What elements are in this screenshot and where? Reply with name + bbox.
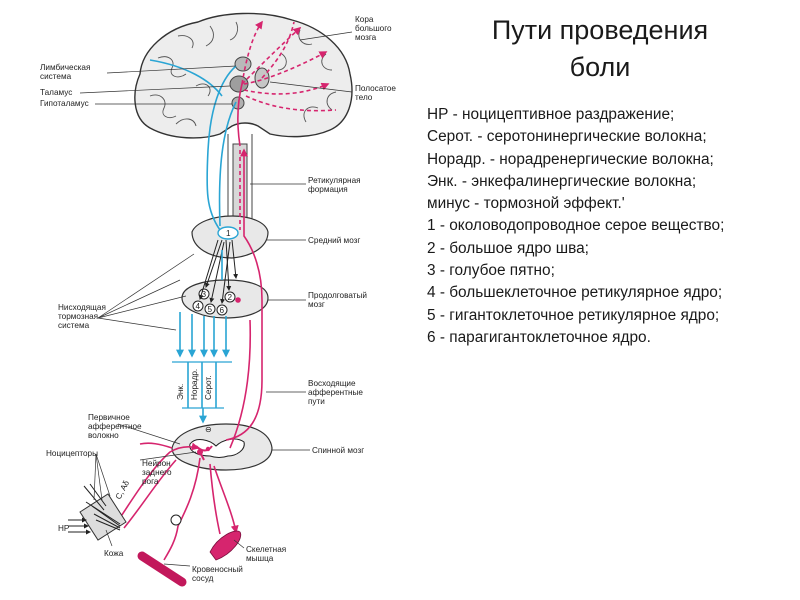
slide-title: Пути проведения боли	[410, 12, 790, 86]
label-primary-afferent-1: Первичное	[88, 413, 130, 422]
fiber-label-enk: Энк.	[176, 384, 185, 400]
blood-vessel	[137, 551, 187, 587]
nucleus-2-circle	[224, 291, 236, 303]
nucleus-4-circle	[192, 300, 204, 312]
legend-item: Норадр. - норадренергические волокна;	[427, 150, 714, 168]
nucleus-2-label: 2	[228, 293, 233, 302]
dorsal-horn-neuron-body-2	[205, 446, 211, 452]
label-neuron-2: заднего	[142, 468, 172, 477]
label-np: НР	[58, 524, 70, 533]
label-cortex-2: большого	[355, 24, 392, 33]
nucleus-4-label: 4	[196, 302, 201, 311]
legend-item: Энк. - энкефалинергические волокна;	[427, 172, 697, 190]
label-midbrain: Средний мозг	[308, 236, 360, 245]
label-ascending-3: пути	[308, 397, 325, 406]
legend-item: 2 - большое ядро шва;	[427, 239, 589, 257]
label-fiber-types: C, Aδ	[114, 479, 132, 501]
nucleus-5-label: 5	[208, 305, 213, 314]
label-muscle-1: Скелетная	[246, 545, 286, 554]
legend-item: 6 - парагигантоклеточное ядро.	[427, 328, 651, 346]
periaqueductal-gray	[217, 226, 239, 240]
label-cortex-1: Кора	[355, 15, 374, 24]
label-ascending-1: Восходящие	[308, 379, 356, 388]
label-cortex-3: мозга	[355, 33, 377, 42]
ascending-pathways	[115, 20, 337, 561]
minus-symbol: ⊖	[205, 425, 212, 434]
legend-item: Серот. - серотонинергические волокна;	[427, 128, 707, 146]
label-medulla-2: мозг	[308, 300, 325, 309]
brainstem-outline	[227, 134, 253, 226]
skeletal-muscle	[209, 530, 242, 561]
spinal-cord-section: ⊖	[171, 423, 273, 471]
label-striatum-1: Полосатое	[355, 84, 396, 93]
np-arrows	[68, 517, 91, 535]
nucleus-6-circle	[216, 304, 228, 316]
limbic-nucleus	[234, 56, 252, 72]
periphery	[68, 483, 242, 587]
dorsal-horn-neuron-body	[197, 449, 203, 455]
slide-title-line-2: боли	[569, 52, 631, 82]
fiber-label-serot: Серот.	[204, 375, 213, 400]
legend-item: 1 - околоводопроводное серое вещество;	[427, 217, 725, 235]
label-limbic-2: система	[40, 72, 72, 81]
label-primary-afferent-2: афферентное	[88, 422, 142, 431]
label-striatum-2: тело	[355, 93, 373, 102]
fiber-label-noradr: Норадр.	[190, 369, 199, 400]
gray-matter	[189, 438, 245, 458]
label-limbic-1: Лимбическая	[40, 63, 90, 72]
label-hypothalamus: Гипоталамус	[40, 99, 89, 108]
pointer-lines	[79, 31, 353, 567]
labels-right: Кора большого мозга Полосатое тело Ретик…	[192, 15, 396, 583]
label-neuron-3: рога	[142, 477, 159, 486]
label-reticular-1: Ретикулярная	[308, 176, 361, 185]
nucleus-6-label: 6	[220, 306, 225, 315]
nucleus-1-label: 1	[226, 229, 231, 238]
label-vessel-1: Кровеносный	[192, 565, 243, 574]
legend-item: 5 - гигантоклеточное ретикулярное ядро;	[427, 306, 720, 324]
midbrain-section: 1	[191, 215, 269, 259]
legend-item: 4 - большеклеточное ретикулярное ядро;	[427, 284, 723, 302]
nucleus-3-label: 3	[202, 290, 207, 299]
legend-item: минус - тормозной эффект.'	[427, 195, 625, 213]
legend-list: НР - ноцицептивное раздражение; Серот. -…	[427, 104, 797, 349]
labels-left: Лимбическая система Таламус Гипоталамус …	[40, 63, 172, 558]
legend-item: НР - ноцицептивное раздражение;	[427, 106, 675, 123]
medulla-section: 3 2 4 5 6	[181, 279, 269, 319]
thalamus-nucleus	[229, 75, 249, 93]
slide-title-line-1: Пути проведения	[491, 15, 709, 45]
label-thalamus: Таламус	[40, 88, 72, 97]
label-descending-2: тормозная	[58, 312, 98, 321]
label-reticular-2: формация	[308, 185, 348, 194]
label-neuron-1: Нейрон	[142, 459, 171, 468]
label-vessel-2: сосуд	[192, 574, 214, 583]
descending-pathways	[149, 59, 237, 424]
nociceptor-endings	[83, 483, 121, 531]
label-nociceptors: Ноцицепторы	[46, 449, 98, 458]
label-descending-1: Нисходящая	[58, 303, 106, 312]
label-muscle-2: мышца	[246, 554, 274, 563]
vessel-neuron	[170, 514, 182, 526]
skin-block	[79, 493, 127, 541]
legend-item: 3 - голубое пятно;	[427, 262, 555, 280]
label-ascending-2: афферентные	[308, 388, 363, 397]
label-descending-3: система	[58, 321, 90, 330]
label-skin: Кожа	[104, 549, 124, 558]
label-spinal-cord: Спинной мозг	[312, 446, 364, 455]
label-primary-afferent-3: волокно	[88, 431, 119, 440]
nucleus-5-circle	[204, 303, 216, 315]
brain-gyri	[149, 21, 337, 127]
label-medulla-1: Продолговатый	[308, 291, 367, 300]
